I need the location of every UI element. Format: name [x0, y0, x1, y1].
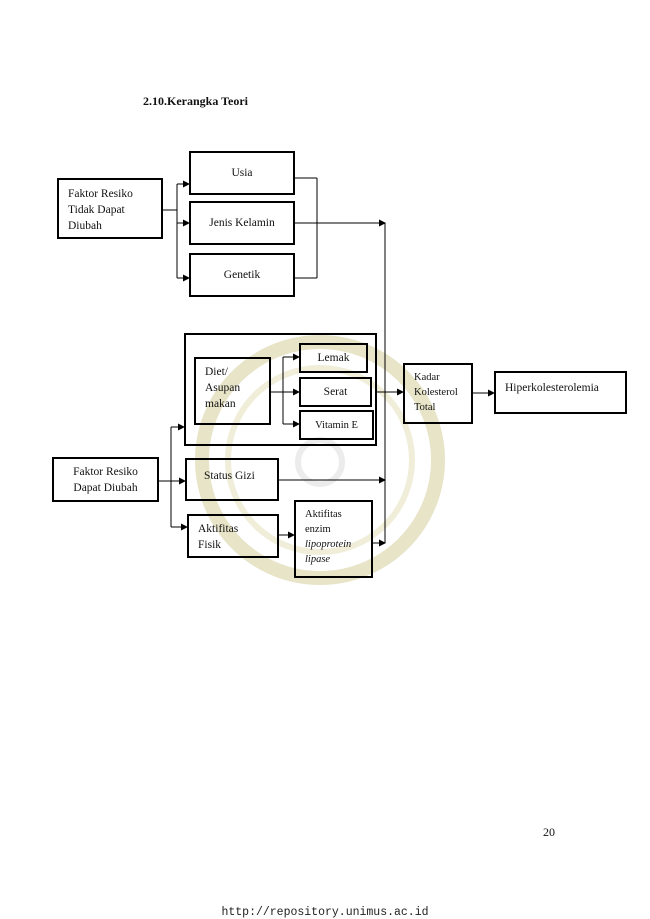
age-box: Usia [189, 151, 295, 195]
diet-label: Diet/ Asupan makan [205, 366, 241, 410]
genetic-label: Genetik [223, 269, 261, 281]
vitamin-e-label: Vitamin E [315, 419, 358, 431]
fixed-risk-factors-label: Faktor Resiko Tidak Dapat Diubah [68, 188, 133, 232]
gender-label: Jenis Kelamin [209, 217, 275, 229]
enzyme-activity-label: Aktifitas enzim [305, 509, 342, 535]
fat-box: Lemak [299, 343, 368, 373]
fixed-risk-factors-box: Faktor Resiko Tidak Dapat Diubah [57, 178, 163, 239]
diet-group-frame [184, 333, 377, 446]
enzyme-activity-box: Aktifitas enzim lipoprotein lipase [294, 500, 373, 578]
section-heading: 2.10.Kerangka Teori [143, 94, 249, 108]
modifiable-risk-factors-label: Faktor Resiko Dapat Diubah [73, 465, 138, 494]
physical-activity-label: Aktifitas Fisik [198, 523, 239, 551]
physical-activity-box: Aktifitas Fisik [187, 514, 279, 558]
fiber-label: Serat [323, 386, 348, 398]
fat-label: Lemak [317, 352, 350, 364]
enzyme-name-label: lipoprotein lipase [305, 539, 352, 565]
genetic-box: Genetik [189, 253, 295, 297]
age-label: Usia [231, 167, 253, 179]
nutrition-status-label: Status Gizi [204, 470, 255, 482]
hypercholesterolemia-box: Hiperkolesterolemia [494, 371, 627, 414]
page-number: 20 [543, 825, 555, 839]
fiber-box: Serat [299, 377, 372, 407]
footer-url: http://repository.unimus.ac.id [221, 906, 429, 919]
diet-box: Diet/ Asupan makan [194, 357, 271, 425]
total-cholesterol-box: Kadar Kolesterol Total [403, 363, 473, 424]
vitamin-e-box: Vitamin E [299, 410, 374, 440]
nutrition-status-box: Status Gizi [185, 458, 279, 501]
gender-box: Jenis Kelamin [189, 201, 295, 245]
hypercholesterolemia-label: Hiperkolesterolemia [505, 382, 599, 394]
modifiable-risk-factors-box: Faktor Resiko Dapat Diubah [52, 457, 159, 502]
total-cholesterol-label: Kadar Kolesterol Total [414, 372, 458, 413]
